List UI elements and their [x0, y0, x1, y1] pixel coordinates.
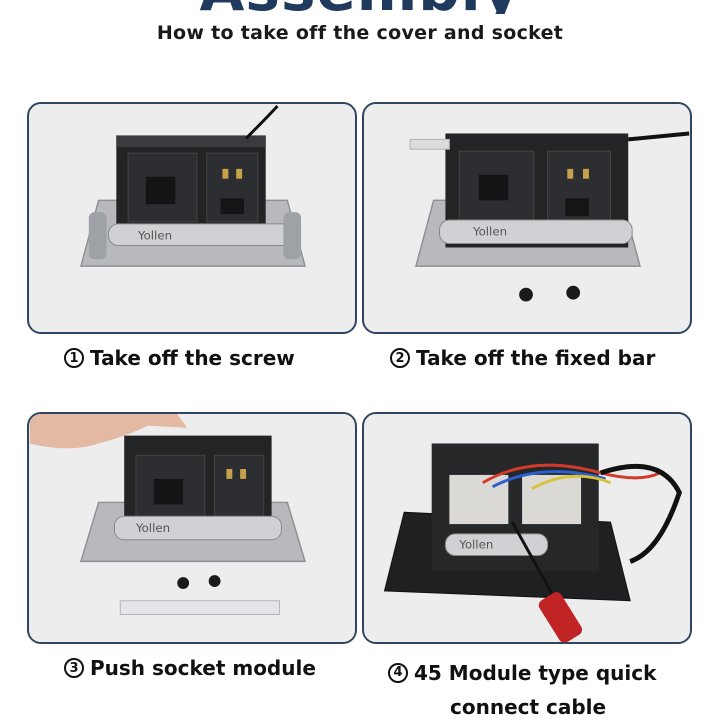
brand-logo: Yollen [458, 538, 493, 552]
screw-icon [208, 575, 221, 587]
step-4-photo: Yollen [362, 412, 692, 644]
product-illustration: Yollen [29, 104, 355, 332]
step-3-label: Push socket module [90, 656, 316, 680]
product-illustration: Yollen [364, 104, 690, 332]
step-2-photo: Yollen [362, 102, 692, 334]
screw-icon [566, 285, 581, 300]
step-1-photo: Yollen [27, 102, 357, 334]
screw-icon [177, 577, 190, 589]
brand-logo: Yollen [137, 229, 172, 243]
brand-logo: Yollen [472, 225, 507, 239]
step-1-caption: 1 Take off the screw [64, 346, 295, 370]
page-subtitle: How to take off the cover and socket [156, 22, 564, 44]
step-4-caption: 4 45 Module type quick connect cable [388, 656, 688, 724]
brand-logo: Yollen [135, 521, 170, 535]
step-1-label: Take off the screw [90, 346, 295, 370]
screw-icon [519, 287, 533, 302]
title-strip: Assembly [0, 0, 720, 14]
step-2-label: Take off the fixed bar [416, 346, 656, 370]
step-2-caption: 2 Take off the fixed bar [390, 346, 655, 370]
step-3-photo: Yollen [27, 412, 357, 644]
step-4-number: 4 [388, 663, 408, 683]
step-1-number: 1 [64, 348, 84, 368]
step-2-number: 2 [390, 348, 410, 368]
step-3-caption: 3 Push socket module [64, 656, 316, 680]
step-4-label-line1: 45 Module type quick [414, 661, 657, 685]
step-4-label-line2: connect cable [450, 695, 607, 719]
product-illustration: Yollen [29, 414, 355, 642]
step-3-number: 3 [64, 658, 84, 678]
page-title: Assembly [0, 0, 720, 14]
product-illustration: Yollen [364, 414, 690, 642]
